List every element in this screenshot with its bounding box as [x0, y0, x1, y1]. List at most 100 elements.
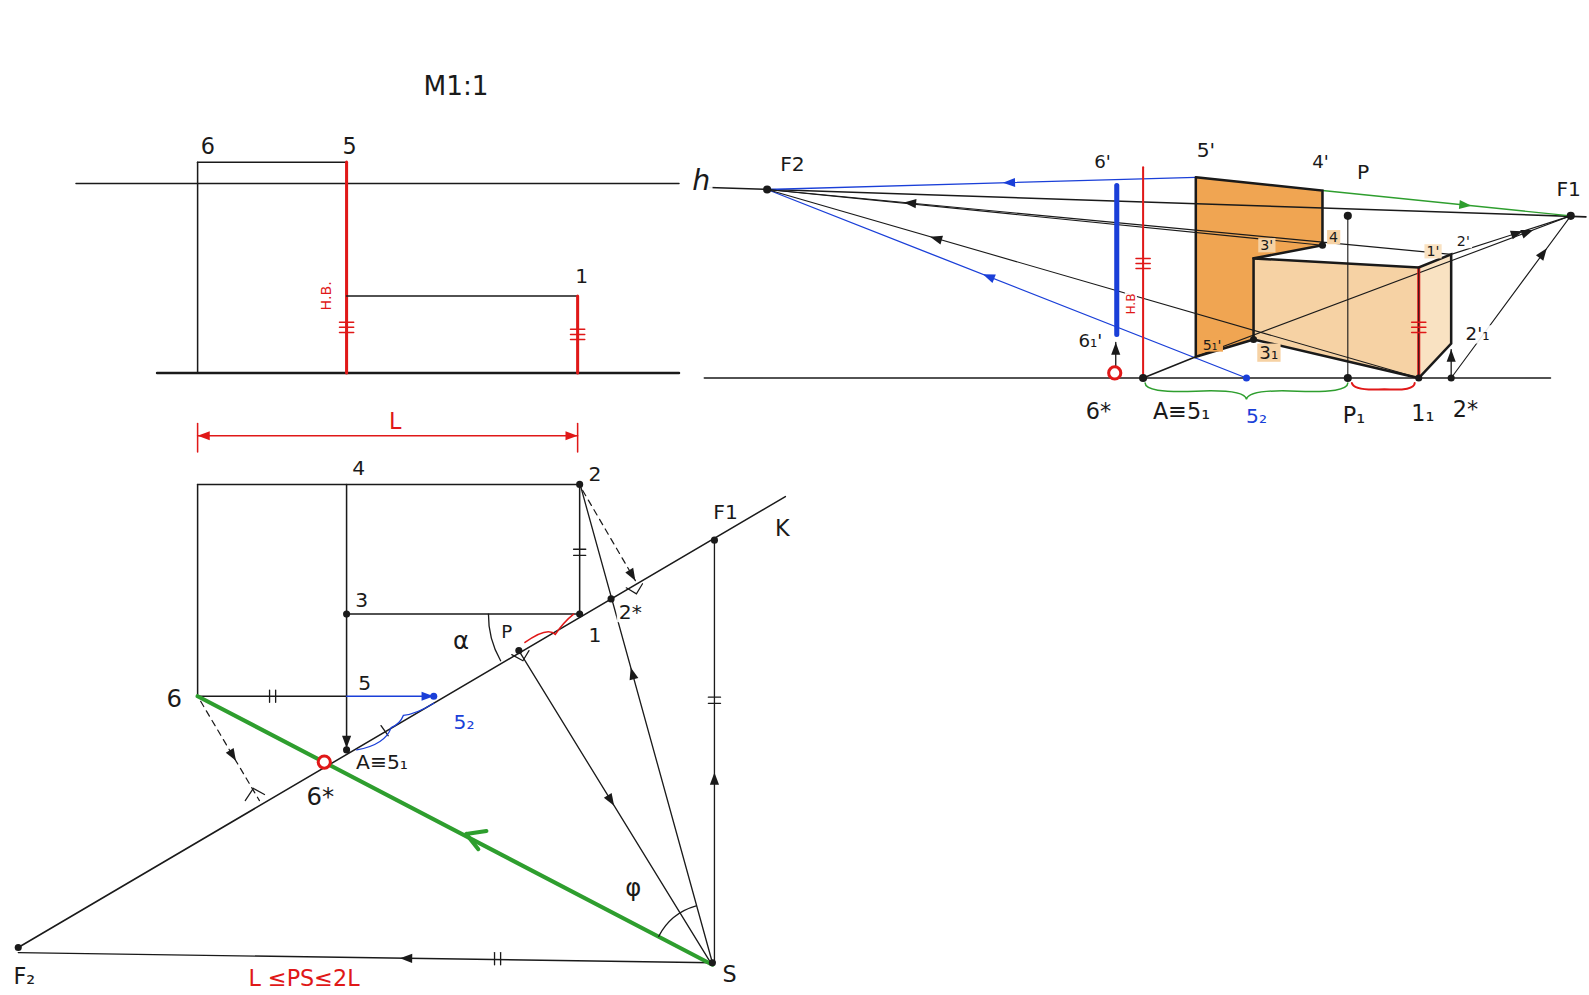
point-label: 6: [199, 136, 217, 158]
drawn-line: [708, 697, 720, 698]
drawn-line: [494, 953, 495, 965]
body-faces: [1196, 177, 1451, 378]
drawn-line: [1136, 268, 1150, 270]
point-label: F1: [1554, 178, 1583, 198]
point-label: 1': [1424, 244, 1441, 258]
point-dot: [1448, 374, 1455, 381]
point-label: 1: [586, 625, 603, 645]
drawn-line: [197, 484, 199, 696]
drawn-line: [583, 490, 636, 580]
point-dot: [709, 959, 716, 966]
drawn-line: [197, 424, 199, 452]
arrowhead: [1536, 248, 1547, 260]
points: [15, 185, 1575, 966]
highlight-circle: [1109, 367, 1121, 379]
drawn-line: [1451, 216, 1571, 255]
point-label: 1₁: [1409, 402, 1436, 424]
curve-mark: [357, 703, 434, 750]
arrowheads: [198, 178, 1547, 963]
highlight-circle: [318, 756, 330, 768]
drawn-line: [708, 703, 720, 704]
arrowhead: [1003, 178, 1015, 187]
drawn-line: [198, 696, 713, 965]
drawn-line: [500, 953, 501, 965]
drawn-line: [347, 695, 434, 697]
drawn-line: [1114, 185, 1119, 334]
drawn-line: [18, 497, 785, 948]
drawn-line: [198, 435, 578, 437]
point-label: L: [387, 410, 403, 432]
arrowhead: [1510, 231, 1523, 240]
drawn-line: [574, 549, 586, 550]
drawn-line: [197, 162, 199, 373]
point-label: 6*: [304, 784, 336, 808]
point-label: A≡5₁: [354, 752, 410, 772]
point-label: 6*: [1084, 400, 1113, 422]
point-label: 5₁': [1201, 337, 1224, 351]
point-label: h: [690, 166, 712, 194]
point-label: 4': [1310, 153, 1331, 171]
point-label: H.B.: [319, 279, 333, 312]
drawn-line: [767, 190, 1246, 378]
drawn-line: [76, 183, 679, 185]
point-label: 5: [340, 136, 358, 158]
drawn-line: [767, 177, 1196, 189]
point-label: K: [773, 518, 792, 540]
drawn-line: [1412, 332, 1426, 334]
face-fill: [1254, 258, 1419, 378]
drawn-line: [1196, 177, 1323, 356]
point-label: φ: [623, 876, 643, 900]
point-label: 2: [586, 464, 603, 484]
point-label: 2'₁: [1464, 325, 1492, 343]
arrowhead: [604, 793, 614, 806]
point-dot: [763, 185, 771, 193]
curve-mark: [245, 788, 264, 800]
drawn-line: [198, 161, 347, 163]
drawn-line: [198, 484, 580, 486]
drawn-line: [1412, 321, 1426, 323]
point-dot: [711, 537, 718, 544]
point-label: M1:1: [421, 73, 490, 99]
arrowhead: [198, 431, 210, 440]
point-dot: [576, 611, 583, 618]
arrowhead: [710, 773, 719, 785]
drawn-line: [1254, 254, 1452, 378]
drawn-line: [571, 334, 585, 336]
point-dot: [343, 746, 350, 753]
drawn-line: [709, 187, 1586, 216]
arrowhead: [630, 667, 639, 680]
point-label: F₂: [11, 966, 37, 988]
point-label: 4: [350, 458, 367, 478]
drawn-line: [1136, 258, 1150, 260]
arrowhead: [930, 236, 943, 245]
point-label: 2*: [617, 602, 644, 622]
drawn-line: [269, 690, 270, 702]
point-label: 3': [1258, 238, 1275, 252]
curve-mark: [1145, 383, 1348, 399]
point-label: A≡5₁: [1151, 400, 1212, 422]
arrowhead: [1111, 343, 1120, 355]
point-dot: [576, 481, 583, 488]
drawn-line: [201, 701, 260, 800]
point-dot: [1567, 212, 1575, 220]
drawn-line: [1412, 327, 1426, 329]
curve-mark: [466, 831, 486, 849]
drawn-line: [577, 424, 579, 452]
point-label: 5₂: [1244, 405, 1269, 425]
drawn-line: [275, 690, 276, 702]
drawn-line: [767, 190, 1419, 378]
arrowhead: [342, 736, 351, 748]
point-label: 3: [353, 590, 370, 610]
drawn-line: [571, 329, 585, 331]
point-dot: [343, 611, 350, 618]
drawn-line: [339, 332, 353, 334]
drawn-line: [339, 321, 353, 323]
point-label: 5₂: [452, 711, 477, 731]
point-label: 6': [1092, 153, 1113, 171]
arrowhead: [400, 954, 412, 963]
arrowhead: [1459, 200, 1472, 209]
drawn-line: [574, 555, 586, 556]
point-dot: [515, 647, 522, 654]
